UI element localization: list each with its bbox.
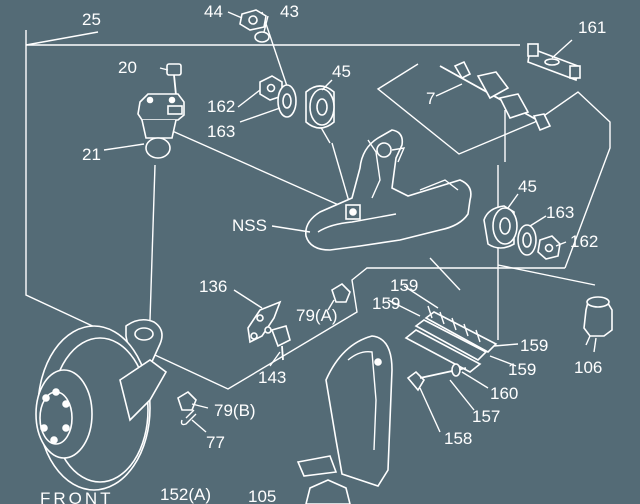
callout-143: 143	[258, 368, 286, 387]
washer-163-upper	[277, 84, 297, 118]
callout-45-upper: 45	[332, 62, 351, 81]
callout-106: 106	[574, 358, 602, 377]
washer-43	[254, 31, 270, 43]
leader-lines	[103, 11, 597, 433]
callout-nss: NSS	[232, 216, 267, 235]
bolt-158	[406, 363, 467, 392]
callout-158: 158	[444, 429, 472, 448]
callout-162-lower: 162	[570, 232, 598, 251]
callout-25: 25	[82, 10, 101, 29]
callout-79a: 79(A)	[296, 306, 338, 325]
callout-161: 161	[578, 18, 606, 37]
callout-front: FRONT	[40, 489, 114, 504]
splash-shield	[296, 335, 393, 487]
nut-79a	[331, 282, 351, 303]
callout-45-lower: 45	[518, 177, 537, 196]
nut-162-lower	[537, 235, 561, 260]
callout-163-upper: 163	[207, 122, 235, 141]
bushing-45-upper	[305, 85, 335, 129]
callout-77: 77	[206, 433, 225, 452]
bushing-45-lower	[483, 205, 518, 249]
callout-162-upper: 162	[207, 97, 235, 116]
callout-157: 157	[472, 407, 500, 426]
ball-joint-21	[137, 93, 185, 159]
bracket-136	[247, 300, 282, 344]
callout-44: 44	[204, 2, 223, 21]
callout-160: 160	[490, 384, 518, 403]
nut-44	[239, 9, 267, 31]
brake-disc-hub	[35, 325, 168, 491]
callout-159-top: 159	[390, 276, 418, 295]
callout-21: 21	[82, 145, 101, 164]
callout-105: 105	[248, 487, 276, 504]
callout-136: 136	[199, 277, 227, 296]
callout-159-lower: 159	[508, 360, 536, 379]
callout-20: 20	[118, 58, 137, 77]
callout-7: 7	[426, 89, 435, 108]
bolt-20	[166, 63, 182, 96]
bolt-143	[270, 325, 291, 361]
upper-control-arm-nss	[304, 129, 472, 251]
shaft-7	[439, 60, 552, 132]
callout-159-left: 159	[372, 294, 400, 313]
nut-79b	[177, 390, 197, 411]
part-105	[305, 479, 351, 504]
callout-159-right: 159	[520, 336, 548, 355]
cotter-pin-77	[180, 409, 197, 426]
bumper-106	[583, 296, 613, 346]
callout-79b: 79(B)	[214, 401, 256, 420]
shim-plates-159	[404, 305, 498, 373]
callout-labels: 44 43 25 161 20 45 7 162 163 21 45 NSS 1…	[40, 2, 606, 504]
bracket-161	[527, 43, 581, 82]
callout-152a: 152(A)	[160, 485, 211, 504]
callout-163-lower: 163	[546, 203, 574, 222]
washer-163-lower	[517, 224, 537, 256]
callout-43: 43	[280, 2, 299, 21]
